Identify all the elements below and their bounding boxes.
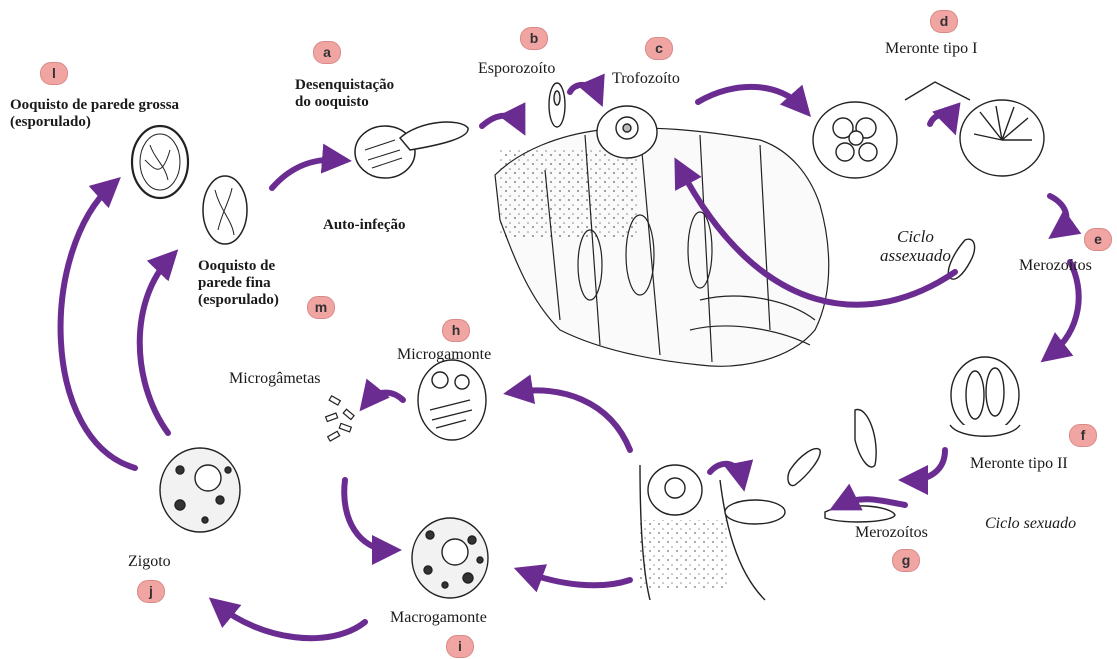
stage-b-label: Esporozoíto (478, 60, 555, 78)
stage-e-label: Merozoítos (1019, 257, 1092, 275)
stage-h-badge: h (442, 319, 470, 342)
stage-h-label: Microgamonte (397, 346, 491, 364)
sporozoite-cell (549, 83, 565, 127)
intestinal-epithelium (495, 128, 829, 366)
excysting-oocyst (355, 122, 468, 178)
thin-wall-oocyst (203, 176, 247, 244)
stage-i-badge: i (446, 635, 474, 658)
sexual-cycle-label: Ciclo sexuado (985, 515, 1076, 533)
microgamont-cell (418, 360, 486, 440)
asexual-cycle-label: Ciclo assexuado (880, 227, 951, 265)
type-i-meront-cells (813, 82, 1044, 178)
stage-d-badge: d (930, 10, 958, 33)
stage-a-label: Desenquistação do ooquisto (295, 77, 394, 111)
stage-d-label: Meronte tipo I (885, 40, 977, 58)
stage-l-label: Ooquisto de parede grossa (esporulado) (10, 97, 179, 131)
stage-i-label: Macrogamonte (390, 609, 487, 627)
stage-f-badge: f (1069, 424, 1097, 447)
stage-g-label: Merozoítos (855, 524, 928, 542)
zygote-cell (160, 448, 240, 532)
stage-m-badge: m (307, 296, 335, 319)
stage-g-badge: g (892, 549, 920, 572)
stage-j-label: Zigoto (128, 553, 171, 571)
gamont-attachment-cell (640, 465, 785, 600)
stage-f-label: Meronte tipo II (970, 455, 1068, 473)
macrogamont-cell (412, 518, 488, 598)
stage-l-badge: l (40, 62, 68, 85)
type-ii-meront-cell (950, 357, 1020, 436)
stage-e-badge: e (1084, 228, 1112, 251)
thick-wall-oocyst (132, 126, 188, 198)
microgamete-cells (326, 396, 354, 441)
stage-c-label: Trofozoíto (612, 70, 680, 88)
microgametes-label: Microgâmetas (229, 370, 321, 388)
stage-j-badge: j (137, 580, 165, 603)
auto-infection-label: Auto-infeção (323, 217, 406, 234)
stage-a-badge: a (313, 41, 341, 64)
stage-c-badge: c (645, 37, 673, 60)
trophozoite-cell (597, 106, 657, 158)
stage-m-label: Ooquisto de parede fina (esporulado) (198, 258, 279, 308)
stage-b-badge: b (520, 27, 548, 50)
